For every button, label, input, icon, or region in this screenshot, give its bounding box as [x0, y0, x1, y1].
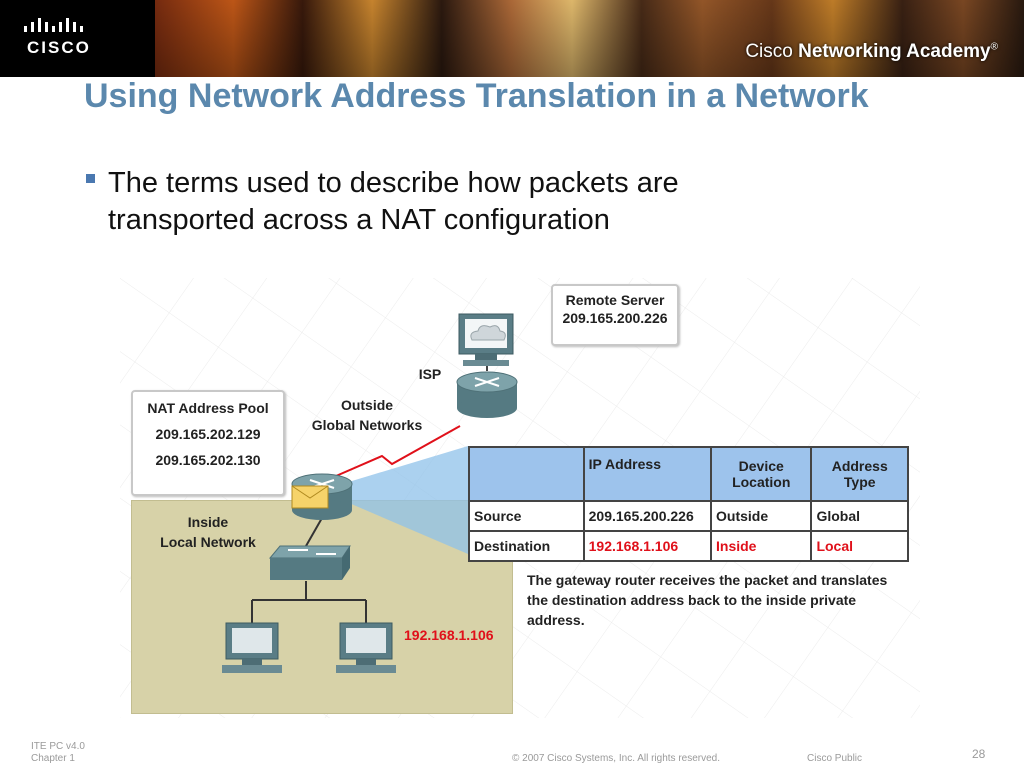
table-row: Source 209.165.200.226 Outside Global	[468, 500, 909, 532]
table-cell: Source	[468, 500, 585, 532]
table-cell: Local	[810, 530, 909, 562]
gateway-note: The gateway router receives the packet a…	[527, 572, 888, 628]
table-cell: 209.165.200.226	[582, 500, 713, 532]
cisco-bars-icon	[24, 18, 83, 32]
table-cell: Outside	[710, 500, 813, 532]
nat-pool-title: NAT Address Pool	[147, 400, 269, 416]
table-header-cell	[468, 446, 585, 502]
cisco-wordmark: CISCO	[27, 38, 91, 57]
table-cell: Inside	[710, 530, 813, 562]
inside-local-label: Inside Local Network	[160, 514, 256, 550]
nat-translation-table: IP Address Device Location Address Type …	[468, 446, 909, 562]
nat-diagram: Remote Server 209.165.200.226 ISP Outsid…	[120, 278, 920, 718]
isp-label: ISP	[418, 366, 442, 382]
wan-link	[335, 425, 461, 477]
table-header-cell: Device Location	[710, 446, 813, 502]
footer-course: ITE PC v4.0 Chapter 1	[31, 741, 85, 764]
outside-global-label: Outside Global Networks	[311, 397, 423, 433]
table-cell: Destination	[468, 530, 585, 562]
bullet-square-icon	[86, 174, 95, 183]
host-ip-label: 192.168.1.106	[404, 627, 494, 643]
packet-envelope-icon	[291, 485, 329, 509]
remote-server-icon	[458, 313, 514, 366]
table-header-cell: Address Type	[810, 446, 909, 502]
switch-icon	[268, 545, 351, 580]
cisco-logo: CISCO	[0, 0, 155, 77]
slide-title: Using Network Address Translation in a N…	[84, 77, 869, 115]
table-header-cell: IP Address	[582, 446, 713, 502]
nat-pool-ip: 209.165.202.129	[155, 426, 261, 442]
table-header-row: IP Address Device Location Address Type	[468, 446, 909, 502]
page-number: 28	[972, 747, 986, 761]
nat-address-pool-box: NAT Address Pool 209.165.202.129 209.165…	[131, 390, 285, 496]
host-pc-left-icon	[222, 622, 282, 673]
diagram-connections	[222, 313, 518, 673]
host-pc-right-icon	[336, 622, 396, 673]
footer-copyright: © 2007 Cisco Systems, Inc. All rights re…	[512, 753, 721, 764]
header-banner: CISCO Cisco Networking Academy®	[0, 0, 1024, 77]
remote-server-label: Remote Server 209.165.200.226	[551, 284, 679, 346]
bullet-text: The terms used to describe how packets a…	[108, 167, 679, 236]
translation-beam	[342, 446, 468, 554]
isp-router-icon	[456, 371, 518, 418]
table-cell: Global	[810, 500, 909, 532]
table-cell: 192.168.1.106	[582, 530, 713, 562]
footer-classification: Cisco Public	[807, 753, 863, 764]
header-photo-strip	[155, 0, 1024, 77]
table-row: Destination 192.168.1.106 Inside Local	[468, 530, 909, 562]
academy-brand: Cisco Networking Academy®	[745, 41, 998, 62]
nat-pool-ip: 209.165.202.130	[155, 452, 261, 468]
